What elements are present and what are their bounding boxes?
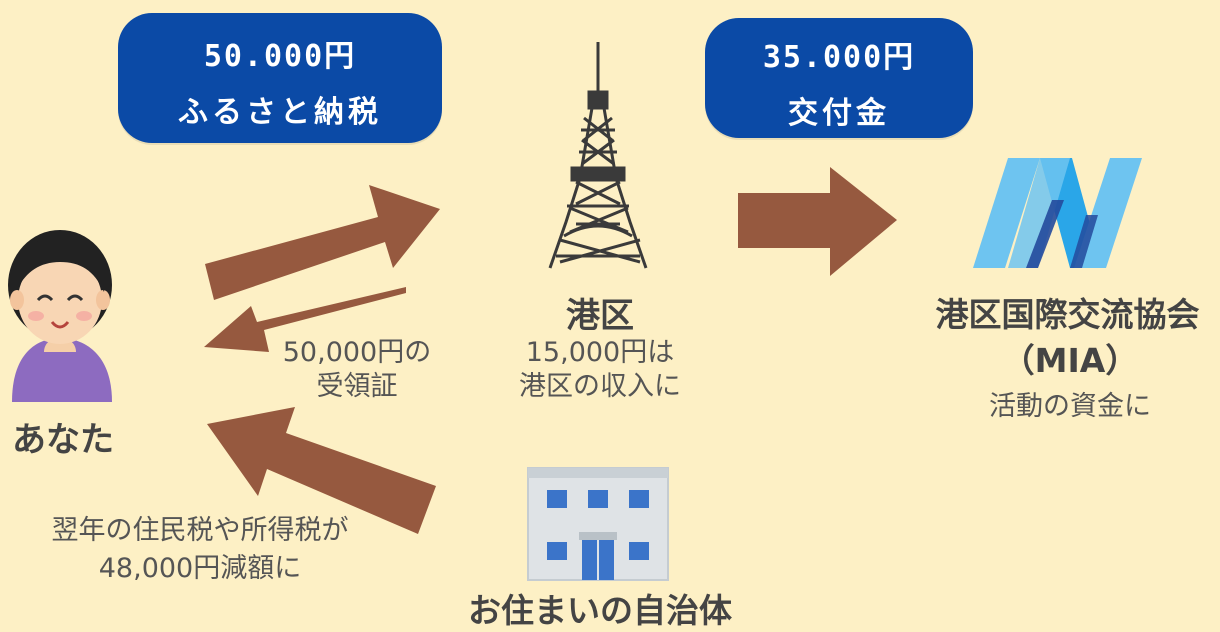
tax-line2: 48,000円減額に — [98, 553, 302, 584]
minato-line2: 港区の収入に — [519, 371, 681, 402]
you-label: あなた — [12, 420, 114, 460]
furusato-label: ふるさと納税 — [178, 95, 382, 130]
mia-desc: 活動の資金に — [989, 391, 1151, 422]
furusato-amount: 50.000円 — [203, 39, 357, 74]
grant-label: 交付金 — [788, 96, 890, 131]
arrow-to-minato — [205, 185, 440, 300]
arrow-receipt-back — [204, 287, 406, 352]
minato-text: 15,000円は 港区の収入に — [490, 336, 710, 404]
minato-title: 港区 — [566, 296, 634, 336]
grant-amount: 35.000円 — [762, 40, 916, 75]
furusato-badge: 50.000円 ふるさと納税 — [118, 13, 442, 143]
grant-badge: 35.000円 交付金 — [705, 18, 973, 138]
tax-text: 翌年の住民税や所得税が 48,000円減額に — [0, 512, 400, 588]
mia-title: 港区国際交流協会 — [935, 295, 1200, 334]
receipt-text: 50,000円の 受領証 — [262, 336, 452, 404]
receipt-line2: 受領証 — [316, 371, 398, 402]
tax-line1: 翌年の住民税や所得税が — [51, 515, 349, 546]
receipt-line1: 50,000円の — [282, 337, 432, 368]
arrow-tax-back — [207, 407, 436, 534]
arrow-to-mia — [738, 167, 897, 276]
municipality-label: お住まいの自治体 — [468, 591, 732, 630]
mia-abbr: （MIA） — [1001, 341, 1139, 380]
minato-line1: 15,000円は — [525, 337, 675, 368]
